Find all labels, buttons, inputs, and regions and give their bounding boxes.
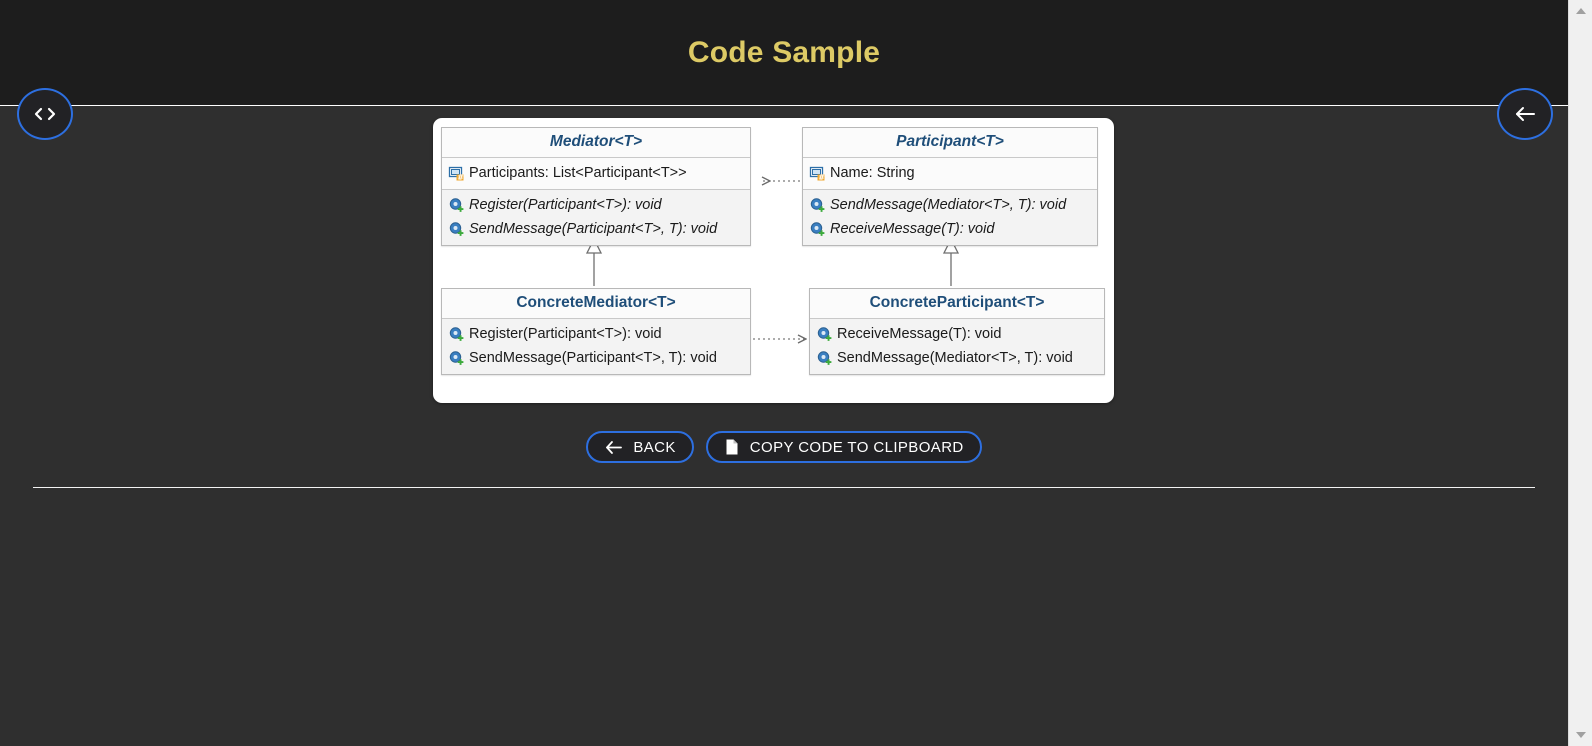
code-brackets-icon [33, 106, 57, 122]
uml-methods-section: SendMessage(Mediator<T>, T): void Receiv… [803, 190, 1097, 245]
uml-field-row: # Name: String [807, 161, 1093, 185]
uml-class-title: ConcreteParticipant<T> [810, 289, 1104, 319]
scroll-down-button[interactable] [1569, 724, 1592, 746]
uml-class-title: ConcreteMediator<T> [442, 289, 750, 319]
svg-text:#: # [818, 173, 824, 182]
uml-method-text: SendMessage(Participant<T>, T): void [469, 221, 718, 237]
view-code-button[interactable] [17, 88, 73, 140]
uml-method-text: ReceiveMessage(T): void [837, 326, 1002, 342]
uml-method-row: SendMessage(Participant<T>, T): void [446, 217, 746, 241]
uml-class-mediator[interactable]: Mediator<T> # Participants: List<Partici… [441, 127, 751, 246]
field-icon: # [809, 166, 825, 182]
uml-fields-section: # Name: String [803, 158, 1097, 190]
back-button[interactable]: BACK [586, 431, 694, 463]
uml-field-text: Name: String [830, 165, 915, 181]
uml-field-text: Participants: List<Participant<T>> [469, 165, 687, 181]
file-copy-icon [724, 438, 740, 456]
uml-class-title: Participant<T> [803, 128, 1097, 158]
uml-method-row: SendMessage(Mediator<T>, T): void [814, 346, 1100, 370]
uml-method-row: Register(Participant<T>): void [446, 193, 746, 217]
chevron-up-icon [1576, 8, 1586, 14]
uml-methods-section: ReceiveMessage(T): void SendMessage(Medi… [810, 319, 1104, 374]
uml-field-row: # Participants: List<Participant<T>> [446, 161, 746, 185]
uml-method-text: Register(Participant<T>): void [469, 197, 662, 213]
uml-method-text: SendMessage(Participant<T>, T): void [469, 350, 717, 366]
uml-method-text: SendMessage(Mediator<T>, T): void [837, 350, 1073, 366]
scroll-up-button[interactable] [1569, 0, 1592, 22]
method-icon [817, 326, 832, 341]
method-icon [810, 221, 825, 236]
uml-method-row: ReceiveMessage(T): void [814, 322, 1100, 346]
uml-diagram: Mediator<T> # Participants: List<Partici… [433, 118, 1114, 403]
back-button-label: BACK [633, 438, 676, 456]
page-title: Code Sample [687, 35, 881, 69]
uml-method-text: Register(Participant<T>): void [469, 326, 662, 342]
uml-method-row: Register(Participant<T>): void [446, 322, 746, 346]
relation-concreteparticipant-to-participant [942, 237, 960, 286]
copy-code-button[interactable]: COPY CODE TO CLIPBOARD [705, 431, 982, 463]
method-icon [810, 197, 825, 212]
uml-method-row: ReceiveMessage(T): void [807, 217, 1093, 241]
back-navigation-button[interactable] [1497, 88, 1553, 140]
field-icon: # [448, 166, 464, 182]
uml-class-concretemediator[interactable]: ConcreteMediator<T> Register(Participant… [441, 288, 751, 375]
page-header: Code Sample [0, 0, 1568, 106]
uml-methods-section: Register(Participant<T>): void SendMessa… [442, 319, 750, 374]
vertical-scrollbar[interactable] [1568, 0, 1592, 746]
arrow-left-icon [604, 440, 623, 455]
uml-method-row: SendMessage(Mediator<T>, T): void [807, 193, 1093, 217]
relation-concretemediator-to-mediator [585, 237, 603, 286]
uml-method-text: ReceiveMessage(T): void [830, 221, 995, 237]
uml-method-text: SendMessage(Mediator<T>, T): void [830, 197, 1067, 213]
uml-fields-section: # Participants: List<Participant<T>> [442, 158, 750, 190]
section-divider [33, 487, 1535, 488]
content-area: Mediator<T> # Participants: List<Partici… [0, 107, 1568, 746]
action-bar: BACK COPY CODE TO CLIPBOARD [0, 431, 1568, 463]
uml-class-participant[interactable]: Participant<T> # Name: String [802, 127, 1098, 246]
arrow-left-icon [1513, 105, 1537, 123]
method-icon [449, 350, 464, 365]
uml-class-title: Mediator<T> [442, 128, 750, 158]
uml-class-concreteparticipant[interactable]: ConcreteParticipant<T> ReceiveMessage(T)… [809, 288, 1105, 375]
svg-text:#: # [457, 173, 463, 182]
chevron-down-icon [1576, 732, 1586, 738]
uml-methods-section: Register(Participant<T>): void SendMessa… [442, 190, 750, 245]
method-icon [817, 350, 832, 365]
copy-code-button-label: COPY CODE TO CLIPBOARD [749, 438, 964, 456]
uml-method-row: SendMessage(Participant<T>, T): void [446, 346, 746, 370]
method-icon [449, 197, 464, 212]
uml-diagram-card: Mediator<T> # Participants: List<Partici… [433, 118, 1114, 403]
method-icon [449, 326, 464, 341]
method-icon [449, 221, 464, 236]
